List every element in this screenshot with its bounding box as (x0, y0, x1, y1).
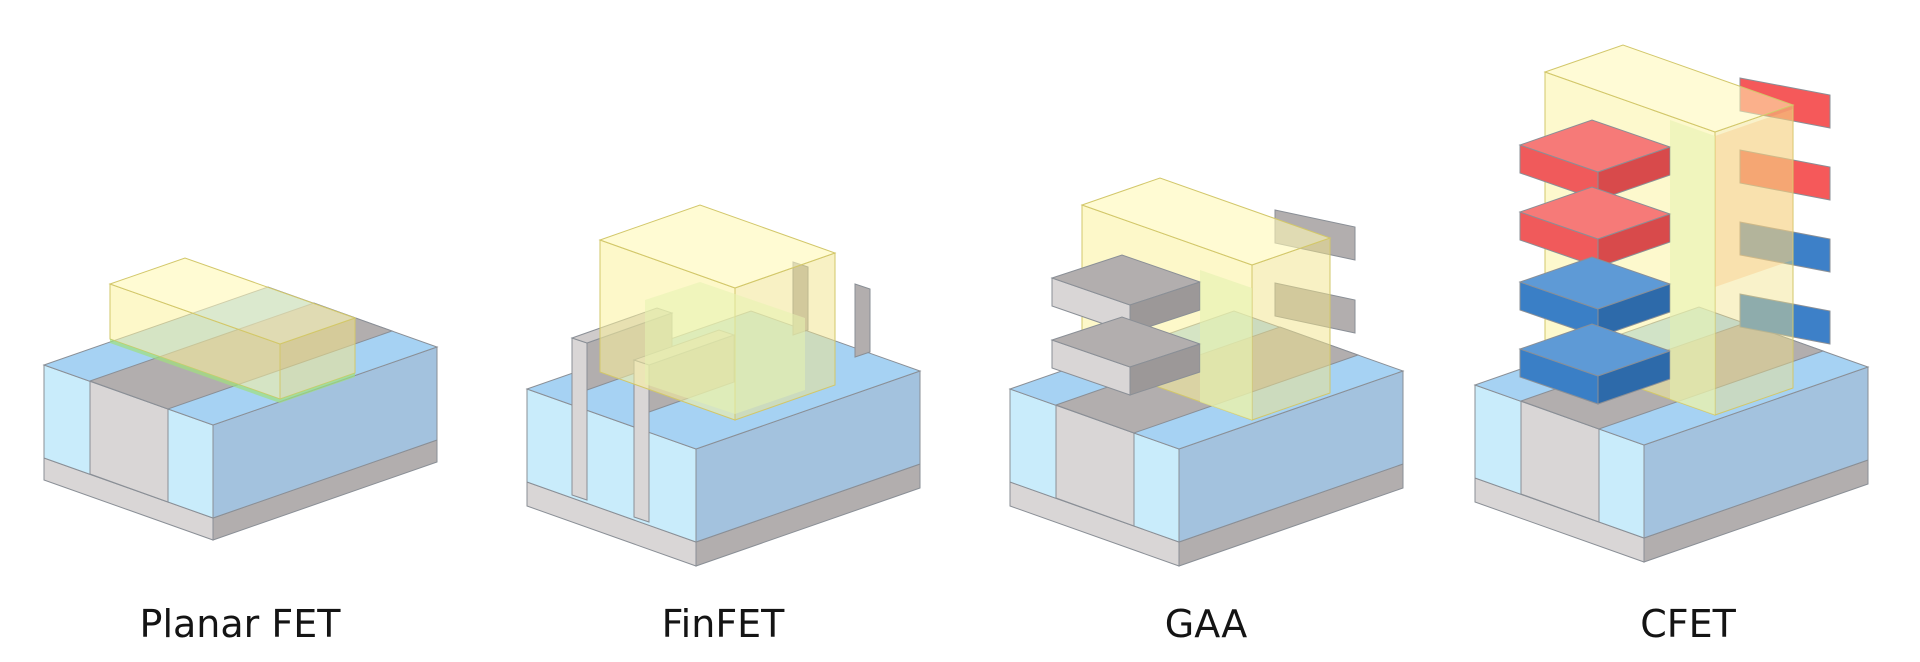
cfet-gate-inner (1670, 120, 1715, 415)
planar-fet-model (42, 257, 439, 541)
finfet-label: FinFET (662, 602, 786, 646)
finfet-fin-1-front (571, 337, 588, 501)
gaa-gate-inner (1200, 270, 1252, 420)
cfet-gate-top (1543, 44, 1795, 133)
gaa-model (1008, 177, 1405, 567)
cfet-label: CFET (1640, 602, 1736, 646)
finfet-gate-inner (645, 282, 805, 414)
finfet-model (525, 204, 922, 567)
gaa-gate-right (1251, 237, 1331, 421)
cfet-nfet-back-2 (1739, 293, 1831, 345)
gaa-gate-top (1080, 177, 1332, 266)
cfet-gate-back-tint (1715, 109, 1793, 287)
finfet-gate-top (598, 204, 837, 289)
cfet-nfet-back-1 (1739, 221, 1831, 273)
finfet-fin-back-2 (854, 283, 871, 358)
gaa-label: GAA (1165, 602, 1248, 646)
planar-fet-label: Planar FET (140, 602, 342, 646)
cfet-pfet-back-2 (1739, 149, 1831, 201)
planar-gate-top (108, 257, 357, 345)
cfet-model (1473, 44, 1870, 563)
